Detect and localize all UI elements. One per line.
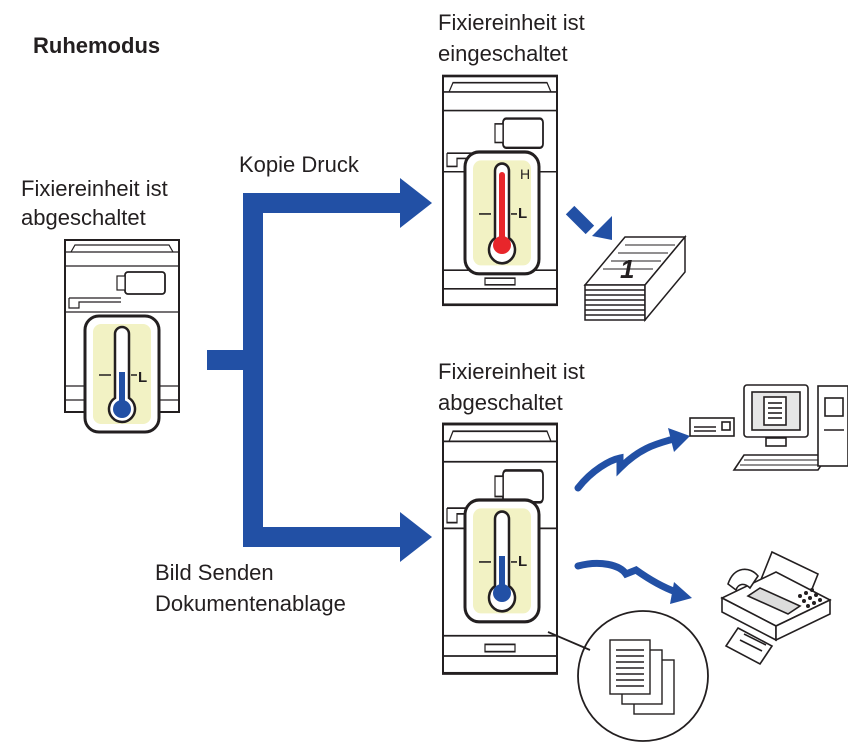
bottom-printer-label-line2: abgeschaltet xyxy=(438,390,563,415)
arrow-head-send xyxy=(400,512,432,562)
top-thermo-low-label: L xyxy=(518,205,527,222)
diagram-title: Ruhemodus xyxy=(33,33,161,58)
paper-stack-number: 1 xyxy=(620,254,634,284)
arrow-label-send-line2: Dokumentenablage xyxy=(155,591,346,616)
arrow-label-copy-print: Kopie Druck xyxy=(239,152,359,177)
printed-paper-stack-icon: 1 xyxy=(583,234,687,323)
send-arrow-head-computer xyxy=(668,428,690,452)
bottom-printer: L xyxy=(441,422,559,675)
top-printer-label-line2: eingeschaltet xyxy=(438,41,568,66)
output-arrow xyxy=(565,205,612,240)
top-thermo-high-label: H xyxy=(520,166,530,182)
arrow-head-copy-print xyxy=(400,178,432,228)
thermometer-icon-cold: L xyxy=(463,498,541,624)
top-printer-label-line1: Fixiereinheit ist xyxy=(438,10,585,35)
left-thermo-low-label: L xyxy=(138,369,147,386)
top-printer: H L xyxy=(441,74,559,307)
arrow-label-send-line1: Bild Senden xyxy=(155,560,274,585)
left-printer-label-line1: Fixiereinheit ist xyxy=(21,176,168,201)
send-arrow-head-fax xyxy=(670,582,692,604)
bottom-thermo-low-label: L xyxy=(518,553,527,570)
fax-machine-icon xyxy=(720,550,832,666)
computer-icon xyxy=(689,384,848,471)
document-filing-bubble xyxy=(547,610,709,742)
left-printer-label-line2: abgeschaltet xyxy=(21,205,146,230)
left-printer: L xyxy=(64,239,180,434)
thermometer-icon-cold: L xyxy=(83,314,161,434)
bottom-printer-label-line1: Fixiereinheit ist xyxy=(438,359,585,384)
thermometer-icon-hot: H L xyxy=(463,150,541,276)
send-arrows xyxy=(574,436,680,596)
documents-icon xyxy=(609,639,675,715)
branch-arrows xyxy=(207,178,432,562)
